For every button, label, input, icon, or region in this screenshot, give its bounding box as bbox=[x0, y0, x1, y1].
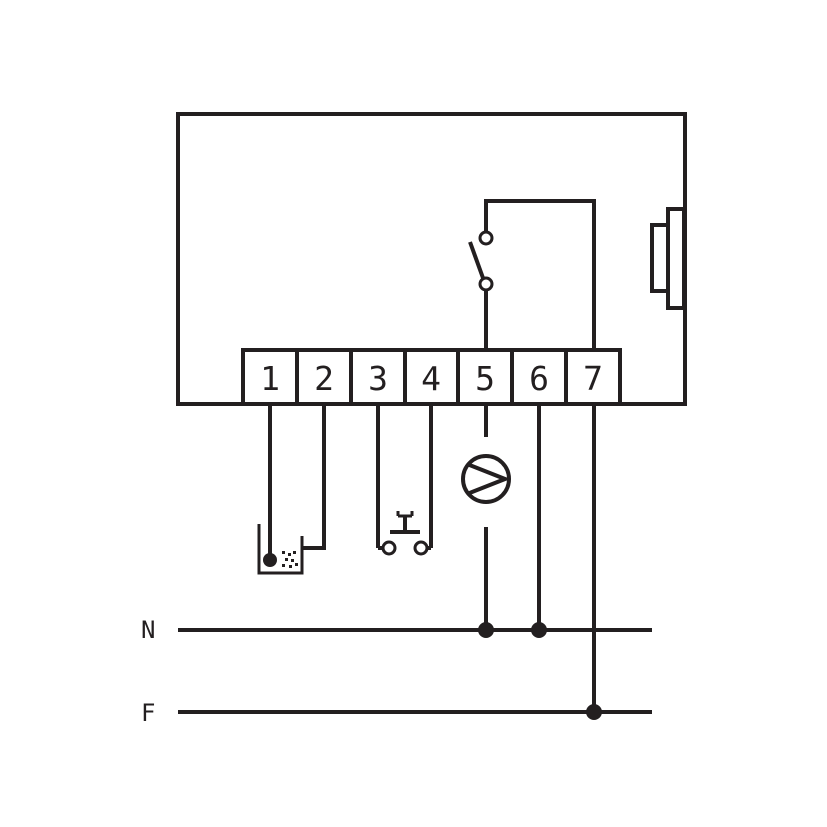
neutral-label: N bbox=[141, 616, 155, 644]
pushbutton-icon bbox=[376, 404, 433, 556]
terminal-6-label: 6 bbox=[529, 359, 549, 398]
relay-switch-icon bbox=[468, 199, 596, 350]
terminal-1-label: 1 bbox=[260, 359, 280, 398]
level-probe-icon bbox=[257, 404, 326, 575]
junction-dot bbox=[586, 704, 602, 720]
phase-label: F bbox=[141, 699, 155, 727]
junction-dot bbox=[531, 622, 547, 638]
terminal-2-label: 2 bbox=[314, 359, 334, 398]
terminal-5-label: 5 bbox=[475, 359, 495, 398]
pump-icon bbox=[461, 404, 511, 630]
junction-dot bbox=[478, 622, 494, 638]
terminal-4-label: 4 bbox=[421, 359, 441, 398]
terminal-3-label: 3 bbox=[368, 359, 388, 398]
side-connector-icon bbox=[650, 207, 686, 310]
terminal-7-label: 7 bbox=[583, 359, 603, 398]
terminal-block: 1 2 3 4 5 6 7 bbox=[241, 348, 622, 406]
